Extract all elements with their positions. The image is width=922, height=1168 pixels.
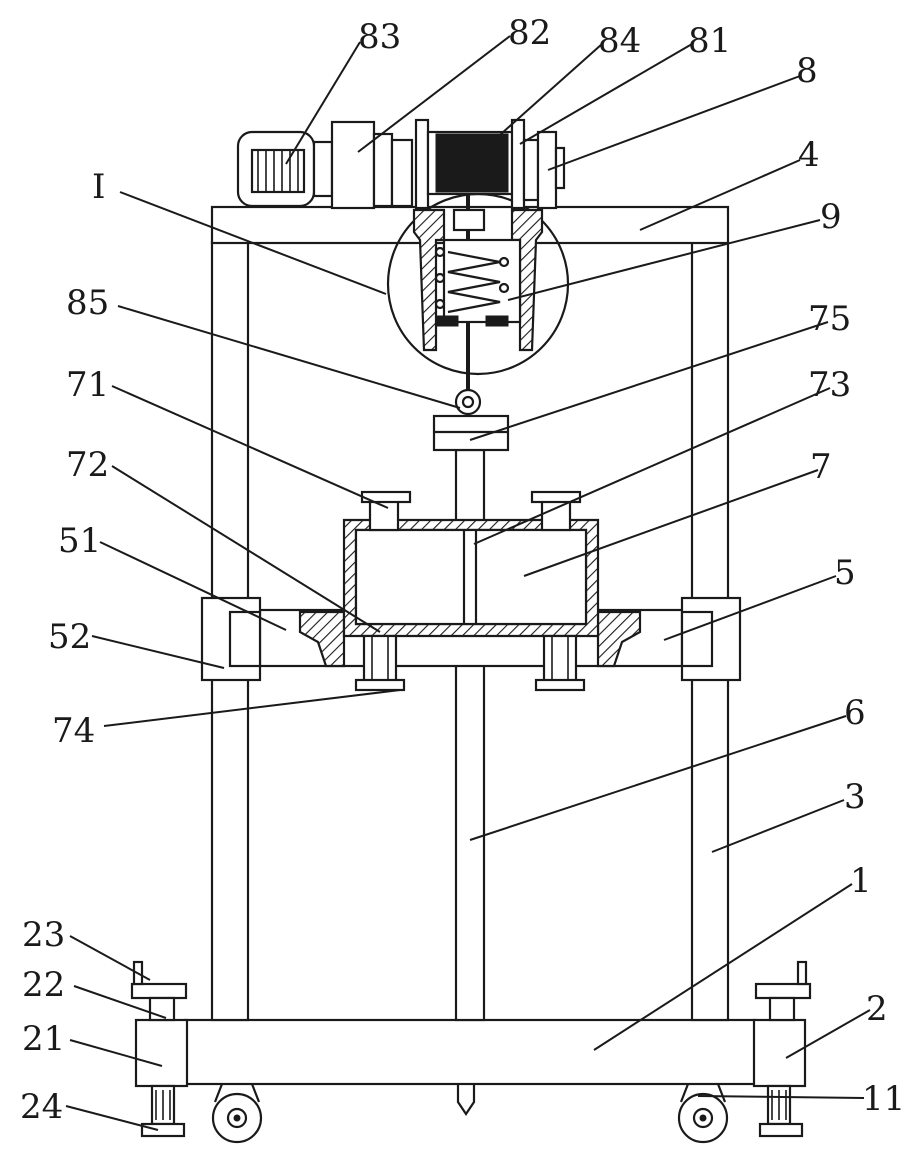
sleeve-left-inner: [228, 610, 262, 668]
label-2: 2: [866, 989, 888, 1029]
label-73: 73: [808, 365, 851, 405]
label-4: 4: [798, 135, 820, 175]
part-labels: 83 82 84 81 8 4 I 9 85 75 71 73 72 7 51 …: [20, 13, 905, 1127]
label-85: 85: [66, 283, 109, 323]
label-24: 24: [20, 1087, 63, 1127]
label-82: 82: [508, 13, 551, 53]
outlet-pipe-left: [354, 634, 406, 692]
label-83: 83: [358, 17, 401, 57]
base-frame: [183, 1018, 757, 1086]
side-block-right: [752, 1018, 807, 1088]
leveling-screw-right: [754, 960, 812, 1022]
label-22: 22: [22, 965, 65, 1005]
label-81: 81: [688, 21, 731, 61]
detail-circle-I: [386, 192, 570, 376]
label-52: 52: [48, 617, 91, 657]
label-8: 8: [796, 51, 818, 91]
label-84: 84: [598, 21, 641, 61]
caster-wheel-left: [211, 1083, 263, 1144]
label-I: I: [92, 167, 105, 207]
outlet-pipe-right: [534, 634, 586, 692]
label-74: 74: [52, 711, 95, 751]
caster-wheel-right: [677, 1083, 729, 1144]
label-75: 75: [808, 299, 851, 339]
leader-lines: [65, 35, 871, 1131]
wedge-block-right: [596, 610, 642, 668]
inlet-pipe-left: [360, 490, 412, 532]
winch-assembly: [236, 118, 566, 210]
leveling-screw-left: [130, 960, 188, 1022]
label-72: 72: [66, 445, 109, 485]
label-6: 6: [844, 693, 866, 733]
label-21: 21: [22, 1019, 65, 1059]
label-3: 3: [844, 777, 866, 817]
side-block-left: [134, 1018, 189, 1088]
sleeve-right-inner: [680, 610, 714, 668]
label-71: 71: [66, 365, 109, 405]
label-7: 7: [810, 447, 832, 487]
support-foot-left: [140, 1084, 186, 1138]
support-foot-right: [758, 1084, 804, 1138]
container-inner: [354, 528, 588, 626]
label-11: 11: [862, 1079, 905, 1119]
label-1: 1: [850, 861, 872, 901]
label-51: 51: [58, 521, 101, 561]
label-5: 5: [834, 553, 856, 593]
label-23: 23: [22, 915, 65, 955]
label-9: 9: [820, 197, 842, 237]
rod-tip: [456, 1084, 476, 1116]
